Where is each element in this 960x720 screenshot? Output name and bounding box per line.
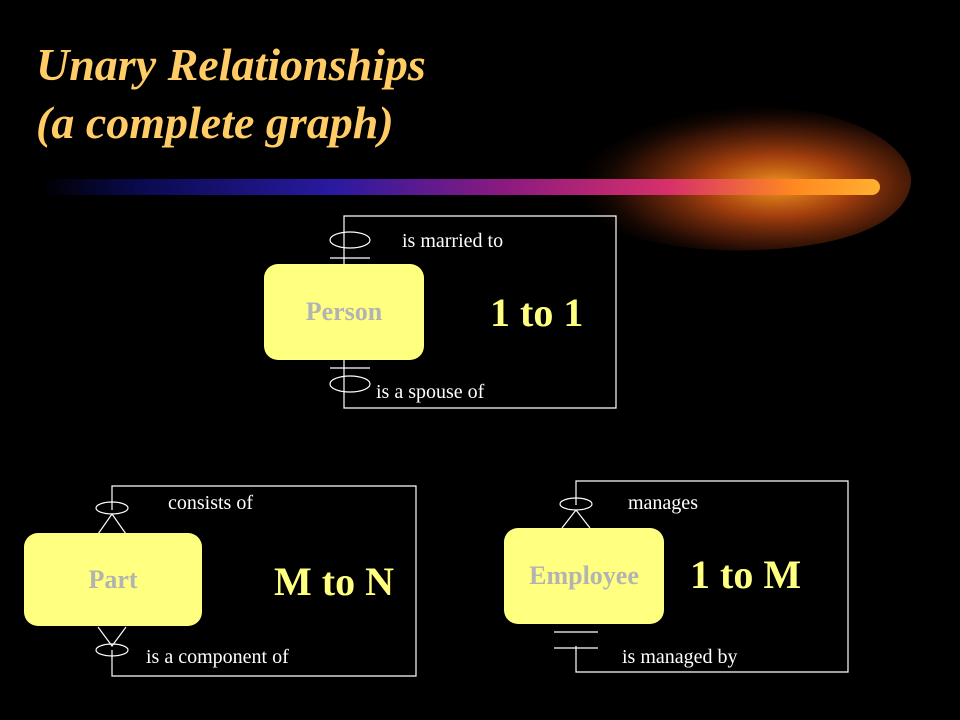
cardinality-one-to-many: 1 to M — [690, 552, 802, 597]
employee-relationship-loop — [554, 480, 849, 673]
cardinality-many-to-many: M to N — [274, 559, 394, 604]
entity-person: Person — [264, 264, 424, 360]
label-manages: manages — [628, 492, 698, 514]
title-line-1: Unary Relationships — [36, 39, 426, 90]
entity-part: Part — [24, 533, 202, 626]
employee-top-crows-foot — [561, 509, 591, 529]
cardinality-one-to-one: 1 to 1 — [490, 290, 584, 335]
label-is-managed-by: is managed by — [622, 646, 738, 668]
label-is-married-to: is married to — [402, 230, 504, 252]
title-line-2: (a complete graph) — [36, 97, 394, 148]
part-top-crows-foot — [97, 512, 127, 535]
comet-streak — [40, 179, 880, 195]
person-top-optional-circle — [329, 231, 371, 249]
entity-employee: Employee — [504, 528, 664, 624]
label-is-a-component-of: is a component of — [146, 646, 289, 668]
person-relationship-loop — [329, 215, 617, 409]
comet-glow — [560, 106, 912, 251]
part-bottom-crows-foot — [97, 626, 127, 648]
label-consists-of: consists of — [168, 492, 253, 514]
person-bottom-optional-circle — [329, 375, 371, 393]
label-is-a-spouse-of: is a spouse of — [376, 381, 485, 403]
slide-title: Unary Relationships (a complete graph) — [36, 36, 426, 152]
part-bottom-optional-circle — [95, 643, 129, 657]
part-relationship-loop — [95, 485, 417, 677]
